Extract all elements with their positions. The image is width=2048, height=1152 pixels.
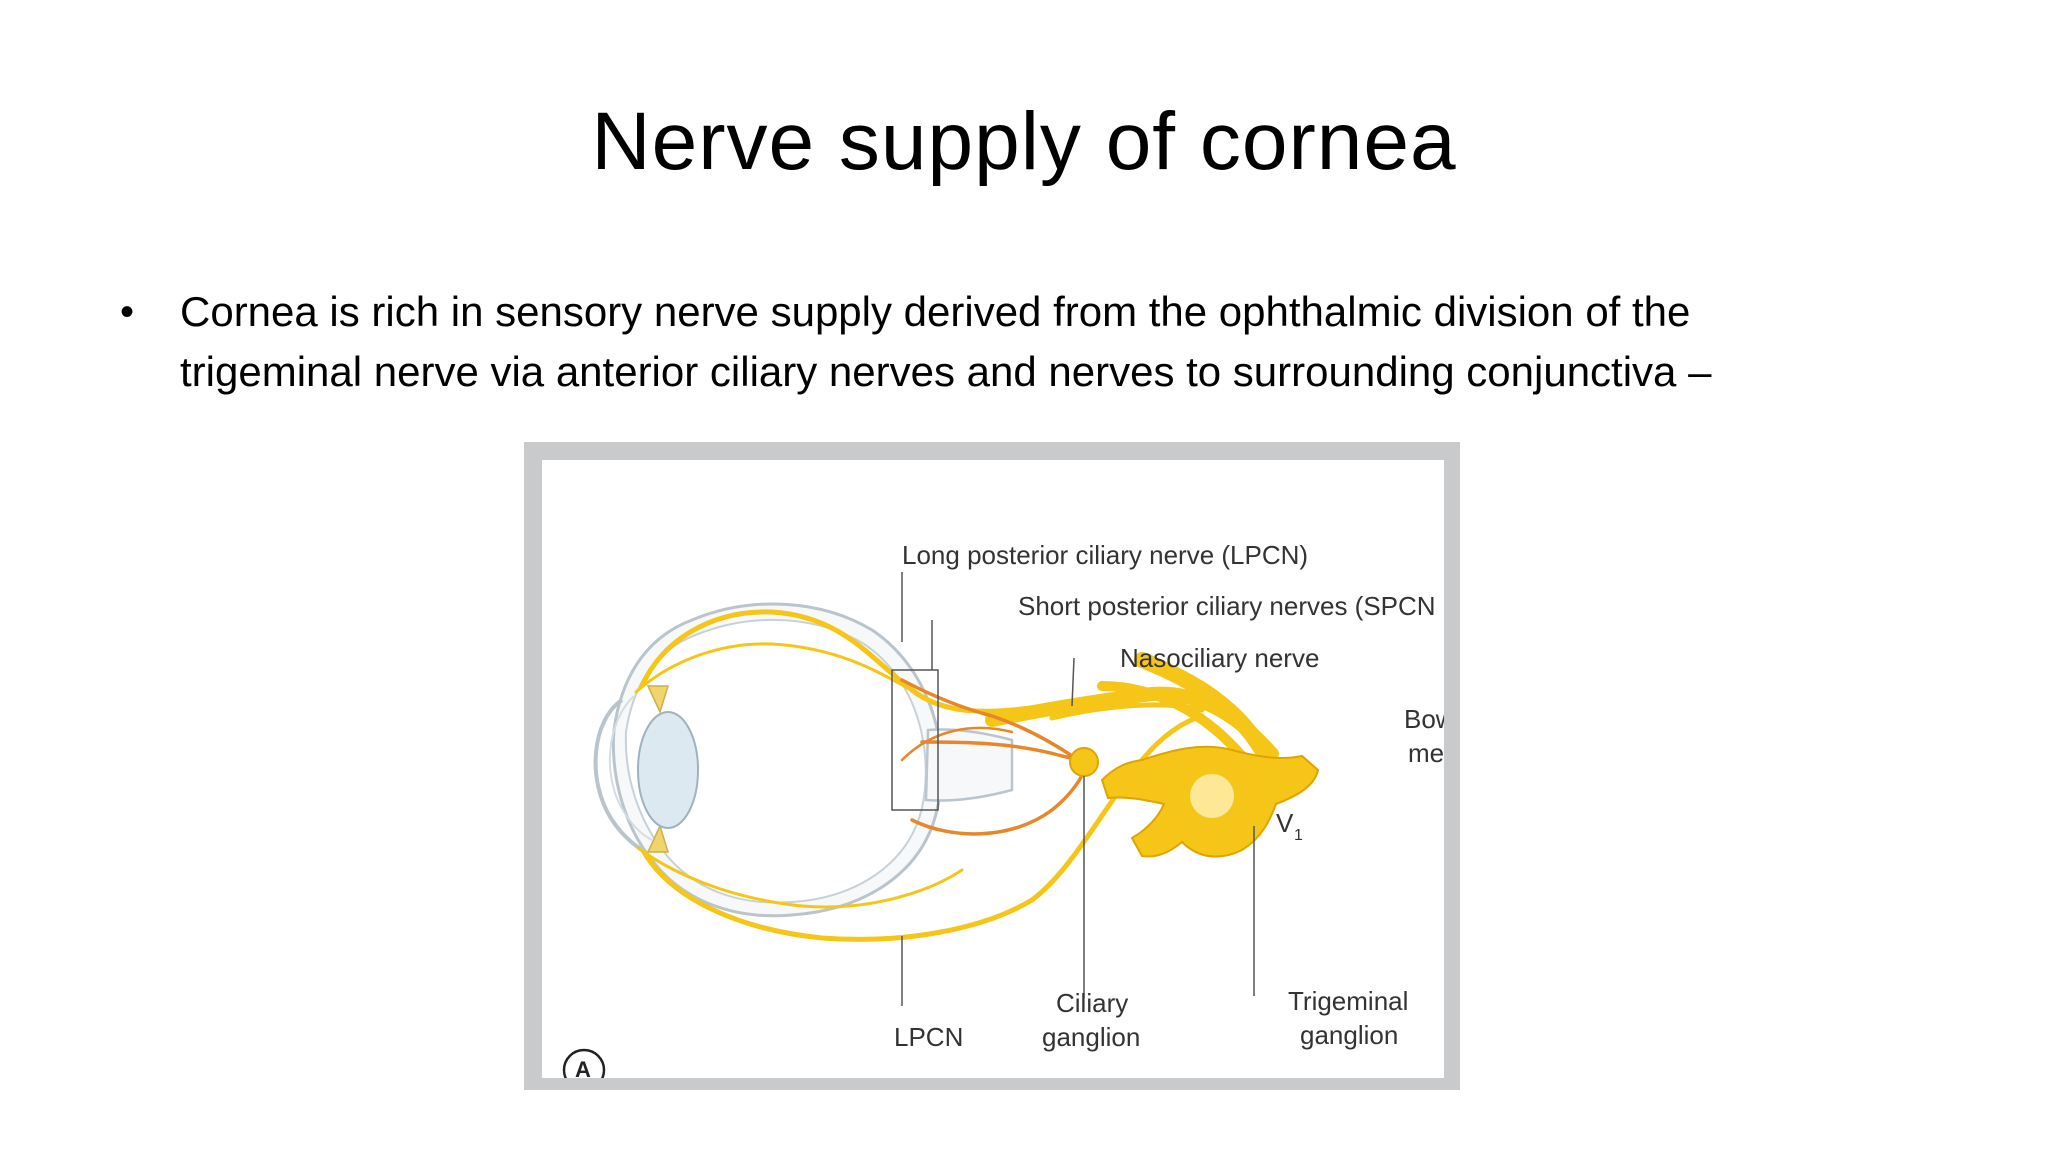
label-v1-sub: 1 — [1294, 827, 1303, 844]
leader-nasociliary — [1071, 657, 1075, 707]
label-lpcn: LPCN — [894, 1022, 963, 1052]
panel-marker-label: A — [575, 1057, 591, 1078]
cornea-inner — [608, 695, 653, 841]
label-bow-1: Bow — [1404, 704, 1444, 734]
bullet-line-2: trigeminal nerve via anterior ciliary ne… — [180, 348, 1712, 395]
slide-title: Nerve supply of cornea — [591, 96, 1457, 187]
v1-upper-branch — [1134, 652, 1270, 758]
label-ciliary-2: ganglion — [1042, 1022, 1140, 1052]
label-spcn: Short posterior ciliary nerves (SPCN — [1018, 591, 1436, 621]
label-ciliary-1: Ciliary — [1056, 988, 1128, 1018]
yellow-nerves — [634, 609, 1279, 942]
bullet-text: Cornea is rich in sensory nerve supply d… — [180, 282, 2000, 402]
spcn-lower — [910, 764, 1088, 836]
leader-lines — [901, 572, 1255, 1006]
anterior-nerve-lower — [636, 846, 964, 909]
spcn-bracket — [891, 669, 939, 811]
spcn-upper — [900, 678, 1080, 762]
optic-nerve — [924, 728, 1014, 802]
bullet-line-1: Cornea is rich in sensory nerve supply d… — [180, 288, 1691, 335]
ciliary-body-upper — [646, 685, 670, 715]
panel-marker-circle — [562, 1048, 606, 1078]
ciliary-body-lower — [646, 823, 670, 853]
v1-lower-branch — [1097, 681, 1247, 761]
lens — [637, 711, 699, 829]
label-lpcn-long: Long posterior ciliary nerve (LPCN) — [902, 540, 1308, 570]
cornea — [593, 698, 647, 854]
bullet-marker: • — [120, 290, 135, 334]
label-nasociliary: Nasociliary nerve — [1120, 643, 1319, 673]
nerve-supply-figure: Long posterior ciliary nerve (LPCN) Shor… — [524, 442, 1460, 1090]
trigeminal-ganglion — [1100, 745, 1320, 858]
anterior-nerve-upper — [634, 642, 924, 698]
label-trigeminal-2: ganglion — [1300, 1020, 1398, 1050]
trigeminal-highlight — [1190, 774, 1234, 818]
label-v1: V — [1276, 808, 1294, 838]
label-bow-2: mer — [1408, 738, 1444, 768]
spcn-extra — [900, 726, 1014, 762]
label-trigeminal-1: Trigeminal — [1288, 986, 1408, 1016]
ciliary-ganglion — [1069, 747, 1099, 777]
sclera-inner — [624, 618, 927, 904]
eye-nerve-diagram: Long posterior ciliary nerve (LPCN) Shor… — [542, 460, 1444, 1078]
